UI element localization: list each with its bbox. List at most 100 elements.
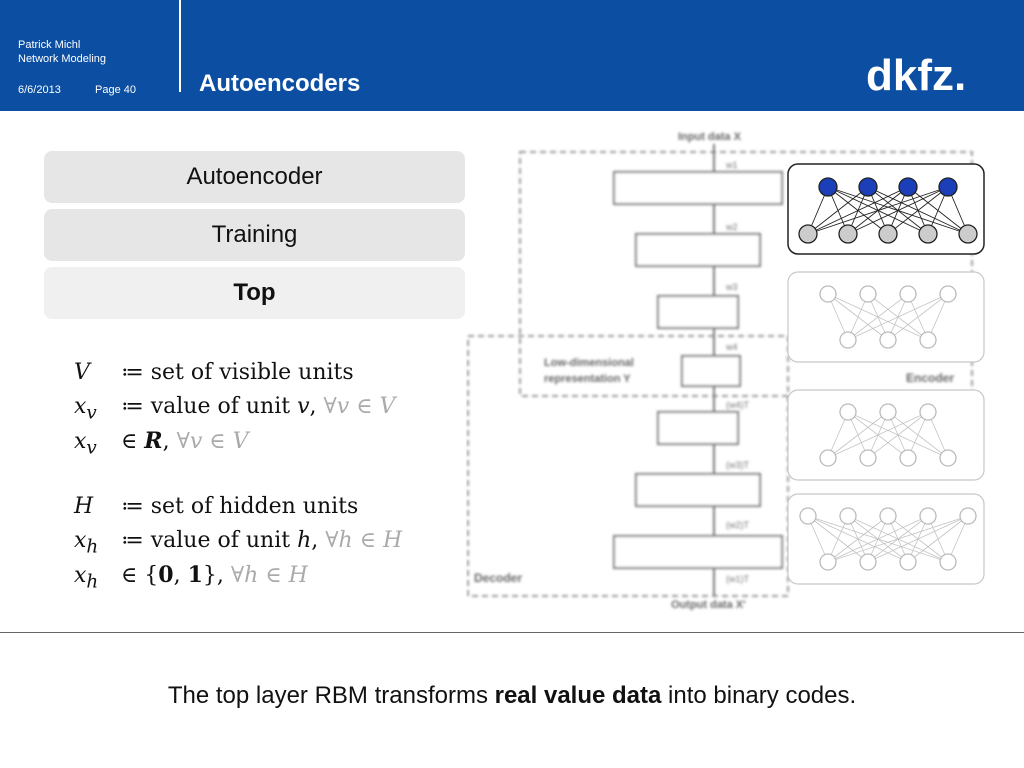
- header-subtitle: Network Modeling: [18, 53, 107, 65]
- rbm-edge: [847, 293, 909, 341]
- nav-item-top[interactable]: Top: [44, 267, 465, 319]
- layer-box: [657, 295, 739, 329]
- slide-date: 6/6/2013: [18, 84, 61, 96]
- hidden-unit: [839, 507, 857, 525]
- rbm-edge: [847, 293, 949, 341]
- hidden-unit: [919, 507, 937, 525]
- visible-unit: [879, 331, 897, 349]
- header-divider: [179, 0, 181, 92]
- svg-text:w3: w3: [725, 282, 738, 292]
- svg-text:(w2)T: (w2)T: [726, 520, 749, 530]
- layer-box: [613, 535, 783, 569]
- caption-before: The top layer RBM transforms: [167, 682, 495, 709]
- hidden-unit: [858, 177, 878, 197]
- visible-unit: [859, 553, 877, 571]
- rbm-edge: [887, 293, 949, 341]
- dkfz-logo: dkfz.: [866, 51, 966, 100]
- hidden-unit: [938, 177, 958, 197]
- hidden-unit: [939, 285, 957, 303]
- visible-unit: [939, 449, 957, 467]
- slide-title: Autoencoders: [199, 70, 361, 97]
- output-label: Output data X': [671, 599, 746, 611]
- hidden-unit: [819, 285, 837, 303]
- page-number: Page 40: [95, 84, 136, 96]
- decoder-label: Decoder: [474, 571, 522, 585]
- nav-item-training[interactable]: Training: [44, 209, 465, 261]
- rbm-edge: [907, 515, 969, 563]
- nav-item-autoencoder[interactable]: Autoencoder: [44, 151, 465, 203]
- hidden-unit: [859, 285, 877, 303]
- rbm-edge: [847, 186, 949, 235]
- hidden-unit: [899, 285, 917, 303]
- layer-box: [657, 411, 739, 445]
- def-visible-set: V ≔ set of visible units: [74, 360, 354, 385]
- def-hidden-set: H ≔ set of hidden units: [74, 494, 359, 519]
- low-dim-label-1: Low-dimensional: [544, 357, 634, 369]
- rbm-edge: [807, 186, 909, 235]
- visible-unit: [819, 553, 837, 571]
- hidden-unit: [818, 177, 838, 197]
- visible-unit: [939, 553, 957, 571]
- svg-text:(w4)T: (w4)T: [726, 400, 749, 410]
- visible-unit: [798, 224, 818, 244]
- bottom-divider: [0, 632, 1024, 633]
- def-hidden-domain: xh ∈ {0, 1}, ∀h ∈ H: [74, 562, 308, 593]
- hidden-unit: [919, 403, 937, 421]
- definitions-block: V ≔ set of visible units xv ≔ value of u…: [74, 356, 474, 592]
- visible-unit: [859, 449, 877, 467]
- slide-header: Patrick Michl Network Modeling 6/6/2013 …: [0, 0, 1024, 111]
- hidden-unit: [879, 507, 897, 525]
- svg-text:(w3)T: (w3)T: [726, 460, 749, 470]
- layer-box: [613, 171, 783, 205]
- svg-text:(w1)T: (w1)T: [726, 574, 749, 584]
- rbm-panel-2: [787, 271, 985, 363]
- rbm-edge: [827, 411, 929, 459]
- low-dim-label-2: representation Y: [544, 373, 631, 385]
- hidden-unit: [879, 403, 897, 421]
- layer-box: [635, 473, 761, 507]
- rbm-edge: [867, 411, 929, 459]
- svg-text:w2: w2: [725, 222, 738, 232]
- rbm-panel-top: [787, 163, 985, 255]
- svg-text:w4: w4: [725, 342, 738, 352]
- rbm-edge: [807, 186, 949, 235]
- caption-bold: real value data: [494, 682, 662, 709]
- rbm-edge: [867, 515, 969, 563]
- layer-box: [635, 233, 761, 267]
- rbm-edge: [827, 515, 889, 563]
- rbm-edge: [827, 515, 929, 563]
- caption-after: into binary codes.: [661, 682, 857, 709]
- logo-text: dkfz.: [866, 51, 966, 100]
- def-visible-value: xv ≔ value of unit v, ∀v ∈ V: [74, 394, 396, 424]
- rbm-edge: [887, 186, 949, 235]
- rbm-edge: [807, 186, 869, 235]
- visible-unit: [899, 449, 917, 467]
- visible-unit: [878, 224, 898, 244]
- input-label: Input data X: [678, 131, 742, 143]
- visible-unit: [958, 224, 978, 244]
- architecture-graphic: Input data X Output data X' Low-dimensio…: [467, 131, 973, 611]
- rbm-edge: [827, 515, 969, 563]
- hidden-unit: [799, 507, 817, 525]
- hidden-unit: [839, 403, 857, 421]
- visible-unit: [919, 331, 937, 349]
- layer-box: [681, 355, 741, 387]
- hidden-unit: [959, 507, 977, 525]
- visible-unit: [899, 553, 917, 571]
- def-hidden-value: xh ≔ value of unit h, ∀h ∈ H: [74, 528, 403, 558]
- rbm-panel-3: [787, 389, 985, 481]
- visible-unit: [838, 224, 858, 244]
- hidden-unit: [898, 177, 918, 197]
- header-meta: Patrick Michl Network Modeling: [18, 38, 106, 66]
- def-visible-domain: xv ∈ R, ∀v ∈ V: [74, 428, 249, 459]
- author-name: Patrick Michl: [18, 39, 81, 51]
- slide-caption: The top layer RBM transforms real value …: [0, 682, 1024, 710]
- rbm-panel-4: [787, 493, 985, 585]
- rbm-edge: [827, 411, 889, 459]
- visible-unit: [819, 449, 837, 467]
- visible-unit: [918, 224, 938, 244]
- encoder-label: Encoder: [906, 371, 954, 385]
- svg-text:w1: w1: [725, 160, 738, 170]
- visible-unit: [839, 331, 857, 349]
- autoencoder-diagram: Input data X Output data X' Low-dimensio…: [467, 131, 985, 611]
